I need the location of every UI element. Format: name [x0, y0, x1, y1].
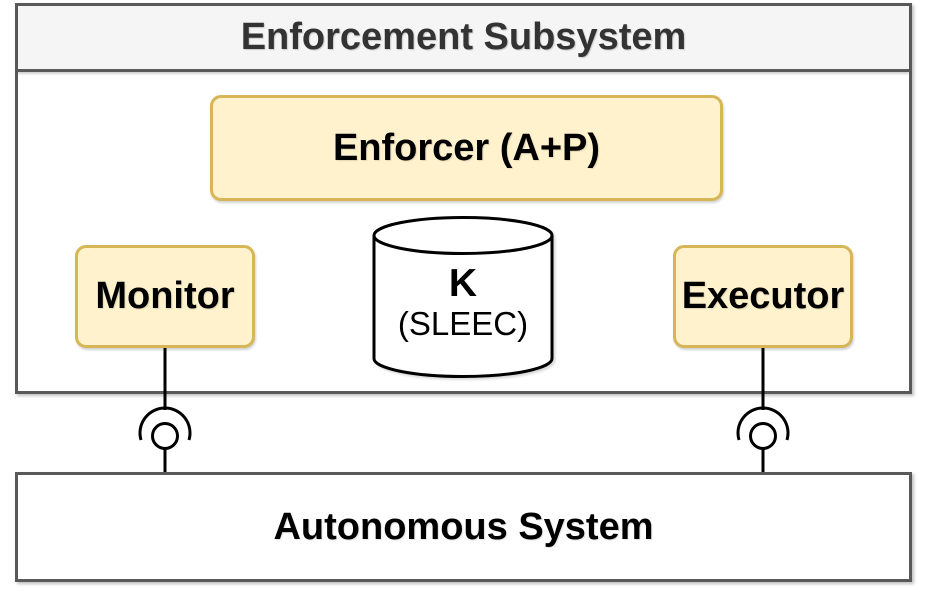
- executor-node: Executor: [673, 245, 853, 348]
- autonomous-system-label: Autonomous System: [273, 505, 654, 548]
- autonomous-system-node: Autonomous System: [15, 472, 912, 582]
- monitor-socket-icon: [138, 406, 192, 441]
- database-cylinder-icon: [372, 216, 554, 378]
- knowledge-store-node: K (SLEEC): [371, 264, 555, 344]
- enforcer-label: Enforcer (A+P): [332, 126, 601, 169]
- monitor-node: Monitor: [75, 245, 255, 348]
- subsystem-title: Enforcement Subsystem: [240, 16, 687, 58]
- subsystem-title-bar: Enforcement Subsystem: [18, 6, 909, 72]
- enforcer-node: Enforcer (A+P): [210, 95, 723, 201]
- executor-socket-icon: [736, 406, 790, 441]
- executor-ball-icon: [749, 422, 777, 450]
- executor-label: Executor: [681, 275, 845, 317]
- monitor-label: Monitor: [95, 275, 235, 317]
- monitor-ball-icon: [151, 422, 179, 450]
- knowledge-store-sublabel: (SLEEC): [397, 305, 529, 342]
- knowledge-store-label: K: [448, 262, 478, 305]
